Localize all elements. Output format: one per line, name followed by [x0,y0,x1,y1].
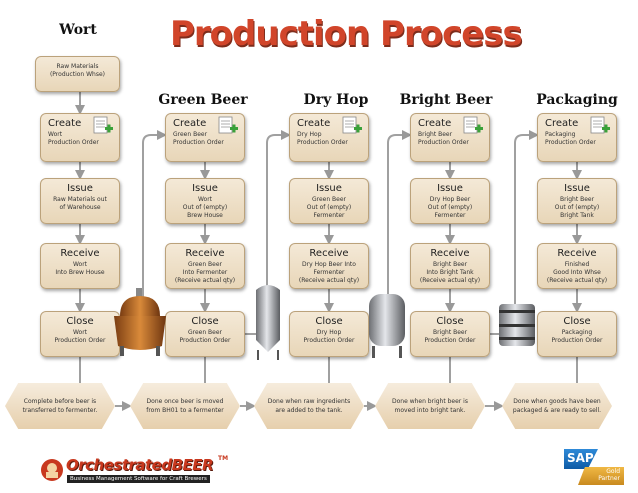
column-header-2: Dry Hop [303,92,369,108]
create-title: Create [48,118,82,129]
receive-subtitle: Green Beer Into Fermenter (Receive actua… [174,261,236,284]
close-subtitle: Packaging Production Order [551,329,603,344]
close-title: Close [66,316,94,327]
raw-materials-label: Raw Materials (Production Whse) [49,63,106,78]
brew-kettle-icon [114,288,166,356]
completion-note-1: Done once beer is moved from BH01 to a f… [130,383,240,429]
column-header-3: Bright Beer [399,92,493,108]
close-subtitle: Dry Hop Production Order [303,329,355,344]
completion-note-text: Done once beer is moved from BH01 to a f… [146,398,224,414]
close-title: Close [191,316,219,327]
receive-title: Receive [60,248,100,259]
completion-note-text: Complete before beer is transferred to f… [22,398,98,414]
create-title: Create [418,118,452,129]
issue-subtitle: Dry Hop Beer Out of (empty) Fermenter [427,196,473,219]
create-title: Create [173,118,207,129]
completion-note-4: Done when goods have been packaged & are… [502,383,612,429]
receive-subtitle: Wort Into Brew House [55,261,105,276]
brand-tagline: Business Management Software for Craft B… [67,475,210,483]
receive-subtitle: Bright Beer Into Bright Tank (Receive ac… [419,261,481,284]
close-subtitle: Bright Beer Production Order [424,329,476,344]
wort-header: Wort [59,22,97,38]
receive-title: Receive [309,248,349,259]
completion-note-0: Complete before beer is transferred to f… [5,383,115,429]
issue-title: Issue [316,183,342,194]
issue-title: Issue [67,183,93,194]
new-document-icon [342,116,362,134]
issue-title: Issue [437,183,463,194]
bright-tank-icon [369,294,405,358]
create-subtitle: Dry Hop Production Order [297,131,348,146]
create-subtitle: Wort Production Order [48,131,99,146]
keg-icon [499,304,535,346]
new-document-icon [93,116,113,134]
close-title: Close [315,316,343,327]
receive-title: Receive [557,248,597,259]
page-title: Production Process [170,14,523,54]
close-title: Close [436,316,464,327]
create-subtitle: Packaging Production Order [545,131,596,146]
fermenter-tank-icon [256,285,280,360]
issue-subtitle: Raw Materials out of Warehouse [53,196,107,211]
receive-subtitle: Finished Good Into Whse (Receive actual … [546,261,608,284]
raw-materials-box: Raw Materials (Production Whse) [35,56,120,92]
completion-note-2: Done when raw ingredients are added to t… [254,383,364,429]
column-header-4: Packaging [536,92,618,108]
completion-note-text: Done when goods have been packaged & are… [512,398,602,414]
brand-tm: TM [218,455,229,462]
completion-note-text: Done when raw ingredients are added to t… [267,398,351,414]
create-title: Create [297,118,331,129]
brand-name: OrchestratedBEER [66,456,214,474]
completion-note-3: Done when bright beer is moved into brig… [375,383,485,429]
column-header-1: Green Beer [158,92,248,108]
brewer-logo-icon [41,459,63,481]
gold-partner-ribbon: Gold Partner [578,467,624,485]
new-document-icon [218,116,238,134]
create-subtitle: Bright Beer Production Order [418,131,469,146]
orchestrated-beer-logo: OrchestratedBEER TM Business Management … [40,455,255,487]
completion-note-text: Done when bright beer is moved into brig… [392,398,468,414]
close-title: Close [563,316,591,327]
issue-title: Issue [564,183,590,194]
receive-title: Receive [185,248,225,259]
close-subtitle: Green Beer Production Order [179,329,231,344]
receive-title: Receive [430,248,470,259]
issue-subtitle: Wort Out of (empty) Brew House [182,196,228,219]
sap-logo: SAP [564,449,598,469]
issue-title: Issue [192,183,218,194]
issue-subtitle: Green Beer Out of (empty) Fermenter [306,196,352,219]
create-subtitle: Green Beer Production Order [173,131,224,146]
create-title: Create [545,118,579,129]
sap-partner-badge: SAP Gold Partner [564,449,624,487]
issue-subtitle: Bright Beer Out of (empty) Bright Tank [554,196,600,219]
new-document-icon [590,116,610,134]
new-document-icon [463,116,483,134]
receive-subtitle: Dry Hop Beer Into Fermenter (Receive act… [298,261,360,284]
close-subtitle: Wort Production Order [54,329,106,344]
